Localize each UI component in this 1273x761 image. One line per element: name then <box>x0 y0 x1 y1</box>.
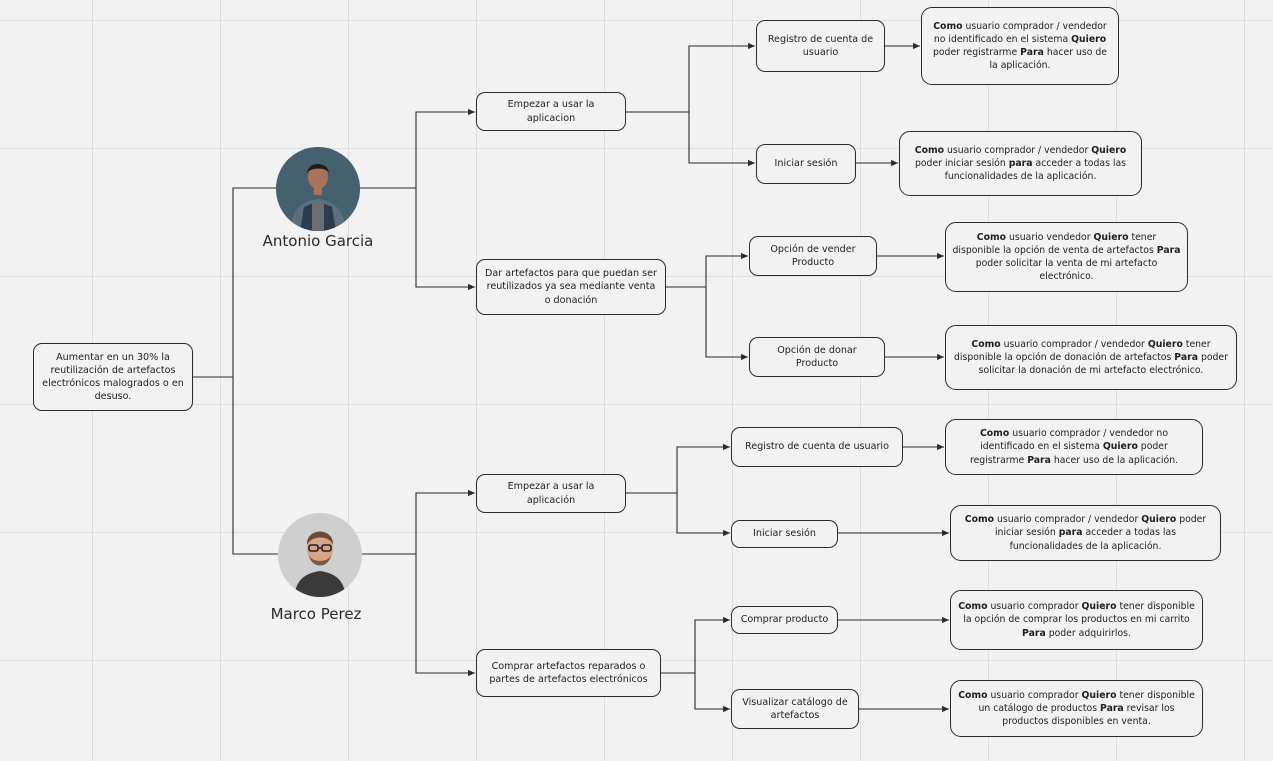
connector-root-persona-1 <box>192 187 276 378</box>
user-story-card[interactable]: Como usuario comprador / vendedor Quiero… <box>899 131 1142 196</box>
connector-goal-1-feature-2 <box>626 111 755 167</box>
story-keyword: Para <box>1027 454 1051 466</box>
story-keyword: Para <box>1100 702 1124 714</box>
person-photo-icon <box>278 513 362 597</box>
story-keyword: Quiero <box>1091 144 1127 156</box>
story-text: acceder a todas las funcionalidades de l… <box>944 157 1127 183</box>
user-story-text: Como usuario vendedor Quiero tener dispo… <box>952 231 1181 284</box>
feature-node[interactable]: Opción de donar Producto <box>749 337 885 377</box>
user-story-card[interactable]: Como usuario comprador / vendedor Quiero… <box>950 505 1221 561</box>
user-story-card[interactable]: Como usuario comprador Quiero tener disp… <box>950 680 1203 737</box>
story-keyword: Como <box>914 144 945 156</box>
story-keyword: Como <box>958 689 988 701</box>
objective-node[interactable]: Aumentar en un 30% la reutilización de a… <box>33 343 193 411</box>
user-story-text: Como usuario comprador / vendedor Quiero… <box>957 513 1214 553</box>
user-story-card[interactable]: Como usuario comprador Quiero tener disp… <box>950 590 1203 650</box>
connector-persona-1-goal-2 <box>360 187 475 291</box>
story-keyword: Como <box>976 231 1007 243</box>
feature-node[interactable]: Iniciar sesión <box>731 520 838 548</box>
user-story-card[interactable]: Como usuario comprador / vendedor Quiero… <box>945 325 1237 390</box>
story-keyword: Como <box>958 601 988 613</box>
feature-node[interactable]: Registro de cuenta de usuario <box>731 427 903 467</box>
persona-avatar-antonio[interactable] <box>276 147 360 231</box>
persona-name-antonio: Antonio Garcia <box>262 232 374 250</box>
story-text: poder adquirirlos. <box>1045 627 1131 639</box>
feature-node[interactable]: Opción de vender Producto <box>749 236 877 276</box>
story-text: poder iniciar sesión <box>994 514 1207 539</box>
story-text: poder registrarme <box>969 441 1168 466</box>
story-keyword: Quiero <box>1102 441 1138 453</box>
story-text: acceder a todas las funcionalidades de l… <box>1009 527 1177 552</box>
person-photo-icon <box>276 147 360 231</box>
connector-goal-3-feature-5 <box>625 443 730 494</box>
user-story-text: Como usuario comprador / vendedor Quiero… <box>952 338 1230 378</box>
persona-avatar-marco[interactable] <box>278 513 362 597</box>
story-keyword: Quiero <box>1141 514 1177 526</box>
story-keyword: Quiero <box>1093 231 1129 243</box>
story-keyword: para <box>1008 157 1033 169</box>
story-keyword: Para <box>1020 47 1044 58</box>
story-text: tener disponible la opción de venta de a… <box>952 231 1157 256</box>
connector-goal-4-feature-7 <box>660 616 730 674</box>
goal-node[interactable]: Dar artefactos para que puedan ser reuti… <box>476 259 666 315</box>
story-keyword: Quiero <box>1081 689 1117 701</box>
story-text: usuario comprador <box>987 601 1082 613</box>
story-keyword: para <box>1058 527 1083 539</box>
story-text: usuario comprador / vendedor <box>994 514 1142 526</box>
user-story-text: Como usuario comprador / vendedor no ide… <box>952 427 1196 467</box>
persona-name-marco: Marco Perez <box>270 605 362 623</box>
story-keyword: Para <box>1174 351 1198 363</box>
goal-node[interactable]: Empezar a usar la aplicación <box>476 474 626 513</box>
story-text: usuario comprador / vendedor no identifi… <box>933 20 1107 45</box>
connector-goal-2-feature-4 <box>665 286 748 361</box>
story-text: usuario comprador / vendedor <box>1000 338 1148 350</box>
user-story-card[interactable]: Como usuario comprador / vendedor no ide… <box>921 7 1119 85</box>
feature-node[interactable]: Visualizar catálogo de artefactos <box>731 689 859 729</box>
story-keyword: Quiero <box>1081 601 1117 613</box>
connector-persona-1-goal-1 <box>360 108 475 189</box>
connector-goal-3-feature-6 <box>625 492 730 537</box>
story-keyword: Quiero <box>1147 338 1183 350</box>
feature-node[interactable]: Comprar producto <box>731 606 838 634</box>
story-keyword: Quiero <box>1071 33 1107 45</box>
goal-node[interactable]: Empezar a usar la aplicacion <box>476 92 626 131</box>
user-story-text: Como usuario comprador Quiero tener disp… <box>957 600 1196 640</box>
story-keyword: Para <box>1022 627 1046 639</box>
user-story-card[interactable]: Como usuario comprador / vendedor no ide… <box>945 419 1203 475</box>
connector-goal-1-feature-1 <box>626 42 755 113</box>
story-text: usuario vendedor <box>1006 231 1094 243</box>
user-story-text: Como usuario comprador Quiero tener disp… <box>957 689 1196 729</box>
story-text: tener disponible un catálogo de producto… <box>978 689 1195 714</box>
story-text: poder solicitar la venta de mi artefacto… <box>975 258 1158 283</box>
story-keyword: Como <box>971 338 1001 350</box>
connector-goal-4-feature-8 <box>660 672 730 713</box>
feature-node[interactable]: Iniciar sesión <box>756 144 856 184</box>
connector-goal-2-feature-3 <box>665 252 748 288</box>
user-story-text: Como usuario comprador / vendedor no ide… <box>928 20 1112 73</box>
user-story-text: Como usuario comprador / vendedor Quiero… <box>906 144 1135 184</box>
story-text: hacer uso de la aplicación. <box>1050 454 1179 466</box>
story-keyword: Como <box>979 428 1010 440</box>
story-text: poder solicitar la donación de mi artefa… <box>978 351 1228 377</box>
user-story-card[interactable]: Como usuario vendedor Quiero tener dispo… <box>945 222 1188 292</box>
story-text: hacer uso de la aplicación. <box>989 47 1108 72</box>
connector-persona-2-goal-4 <box>360 553 475 677</box>
story-text: tener disponible la opción de donación d… <box>954 338 1211 363</box>
goal-node[interactable]: Comprar artefactos reparados o partes de… <box>476 649 661 697</box>
story-keyword: Como <box>933 20 963 32</box>
connector-persona-2-goal-3 <box>360 489 475 555</box>
story-text: revisar los productos disponibles en ven… <box>1002 702 1175 728</box>
story-keyword: Para <box>1156 244 1181 256</box>
connector-root-persona-2 <box>192 376 278 555</box>
story-text: poder iniciar sesión <box>914 157 1009 169</box>
feature-node[interactable]: Registro de cuenta de usuario <box>756 20 885 72</box>
story-text: tener disponible la opción de comprar lo… <box>963 601 1195 626</box>
story-text: usuario comprador / vendedor <box>944 144 1092 156</box>
story-keyword: Como <box>964 514 995 526</box>
story-text: poder registrarme <box>932 47 1021 58</box>
story-text: usuario comprador / vendedor no identifi… <box>980 428 1169 453</box>
story-text: usuario comprador <box>987 689 1082 701</box>
